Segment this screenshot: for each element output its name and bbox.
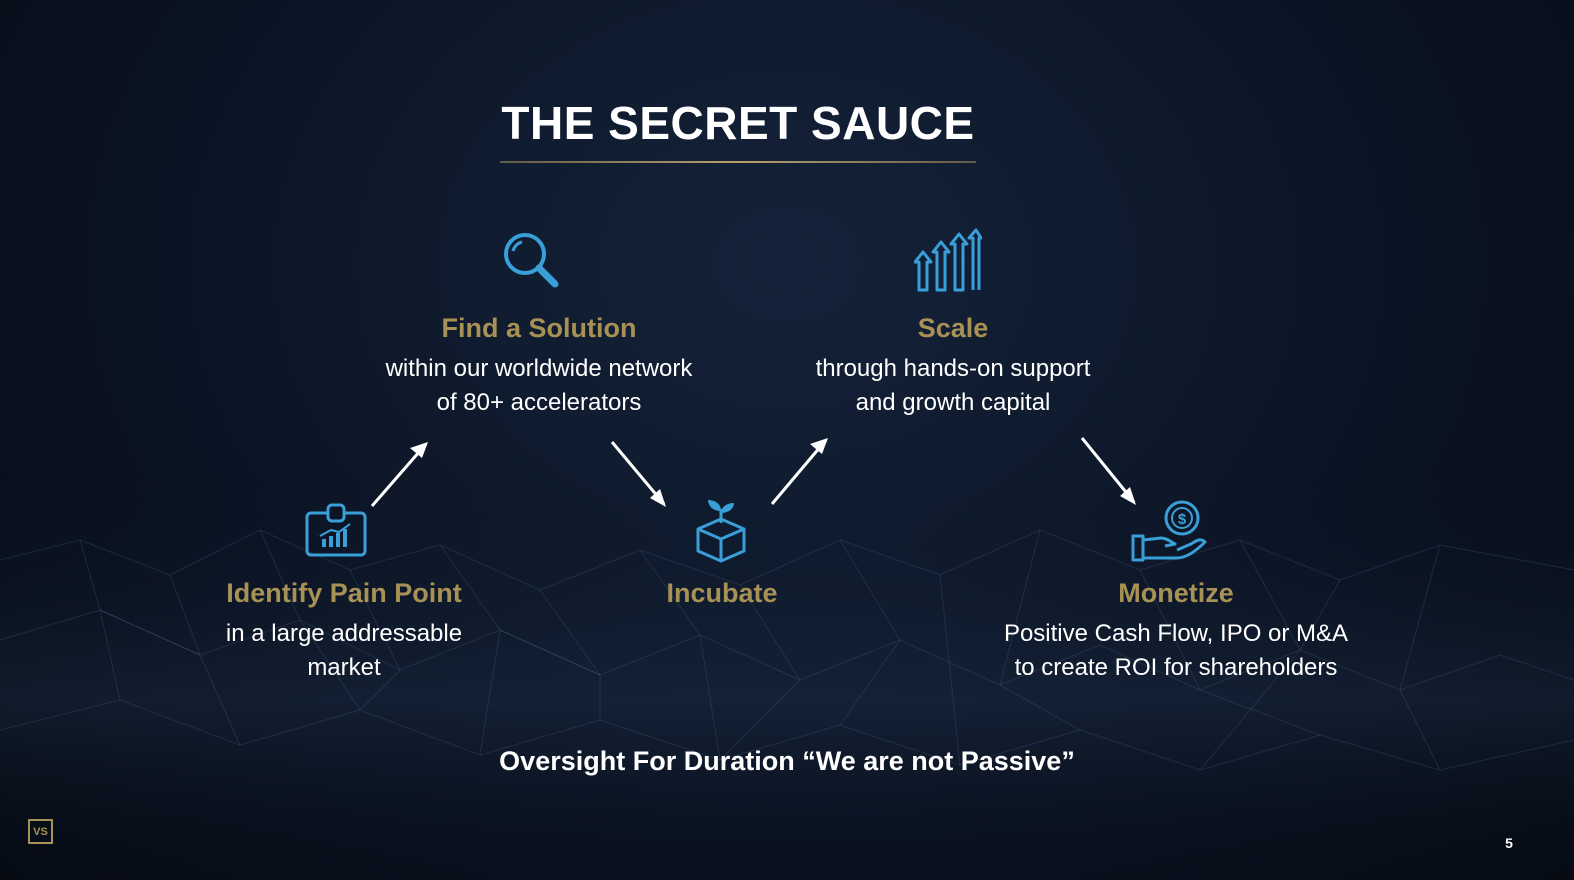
step-description-line: Positive Cash Flow, IPO or M&A bbox=[1003, 620, 1349, 647]
step-find-a-solution: Find a Solution within our worldwide net… bbox=[359, 313, 719, 420]
step-description-line: market bbox=[307, 654, 381, 681]
arrow-identify-to-solution bbox=[370, 442, 428, 507]
arrow-incubate-to-scale bbox=[770, 438, 828, 505]
company-logo: VS bbox=[28, 819, 53, 844]
step-description: within our worldwide network of 80+ acce… bbox=[359, 352, 719, 420]
step-heading: Incubate bbox=[666, 578, 778, 608]
step-scale: Scale through hands-on support and growt… bbox=[773, 313, 1133, 420]
step-heading: Find a Solution bbox=[441, 313, 637, 343]
step-heading: Monetize bbox=[1118, 578, 1234, 608]
title-underline bbox=[500, 161, 976, 163]
step-description-line: through hands-on support bbox=[815, 355, 1091, 382]
step-incubate: Incubate bbox=[602, 578, 842, 609]
step-identify-pain-point: Identify Pain Point in a large addressab… bbox=[184, 578, 504, 685]
id-badge-chart-icon bbox=[305, 503, 367, 557]
step-heading: Identify Pain Point bbox=[226, 578, 462, 608]
arrow-solution-to-incubate bbox=[610, 441, 666, 507]
step-monetize: Monetize Positive Cash Flow, IPO or M&A … bbox=[961, 578, 1391, 685]
tagline: Oversight For Duration “We are not Passi… bbox=[499, 746, 1075, 776]
hand-coin-icon: $ bbox=[1131, 500, 1207, 562]
step-description: in a large addressable market bbox=[184, 617, 504, 685]
box-sprout-icon bbox=[696, 500, 746, 563]
svg-text:$: $ bbox=[1178, 511, 1187, 528]
growth-arrows-icon bbox=[914, 228, 982, 292]
arrow-scale-to-monetize bbox=[1080, 437, 1136, 505]
page-number: 5 bbox=[1505, 835, 1513, 851]
step-description-line: and growth capital bbox=[855, 389, 1051, 416]
step-description: Positive Cash Flow, IPO or M&A to create… bbox=[961, 617, 1391, 685]
step-description-line: to create ROI for shareholders bbox=[1014, 654, 1338, 681]
magnifying-glass-icon bbox=[504, 233, 559, 288]
step-description-line: within our worldwide network bbox=[385, 355, 693, 382]
step-description-line: in a large addressable bbox=[225, 620, 463, 647]
slide-title: THE SECRET SAUCE bbox=[501, 97, 975, 149]
step-heading: Scale bbox=[917, 313, 989, 343]
step-description-line: of 80+ accelerators bbox=[436, 389, 642, 416]
step-description: through hands-on support and growth capi… bbox=[773, 352, 1133, 420]
